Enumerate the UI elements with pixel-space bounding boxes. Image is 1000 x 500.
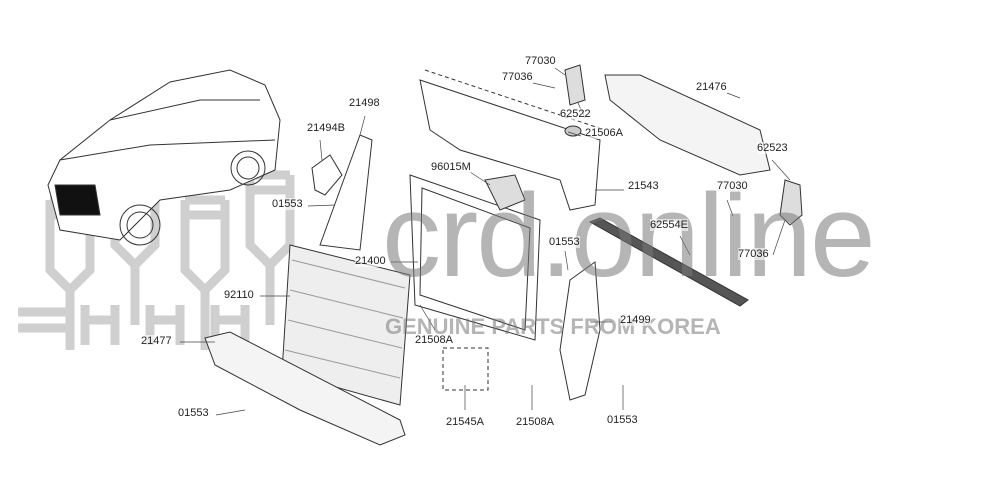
part-label-77030[interactable]: 77030 (525, 55, 556, 67)
part-label-21543[interactable]: 21543 (628, 180, 659, 192)
part-label-62554E[interactable]: 62554E (650, 219, 688, 231)
part-label-77030[interactable]: 77030 (717, 180, 748, 192)
part-label-77036[interactable]: 77036 (502, 71, 533, 83)
part-label-01553[interactable]: 01553 (607, 414, 638, 426)
air-duct-21476 (604, 74, 771, 176)
carrier-21543 (419, 69, 606, 211)
part-label-21494B[interactable]: 21494B (307, 122, 345, 134)
bracket-21498 (319, 134, 373, 251)
part-label-21506A[interactable]: 21506A (585, 127, 623, 139)
vehicle-illustration (47, 69, 281, 246)
part-label-21545A[interactable]: 21545A (446, 416, 484, 428)
lower-guard-21477 (204, 331, 406, 446)
part-label-21477[interactable]: 21477 (141, 335, 172, 347)
part-label-21498[interactable]: 21498 (349, 97, 380, 109)
part-label-62523[interactable]: 62523 (757, 142, 788, 154)
shroud-21499 (559, 261, 601, 401)
part-label-77036[interactable]: 77036 (738, 248, 769, 260)
bracket-62523 (779, 179, 803, 226)
part-label-96015M[interactable]: 96015M (431, 161, 471, 173)
strip-62554E (588, 217, 749, 307)
part-label-01553[interactable]: 01553 (549, 236, 580, 248)
part-label-01553[interactable]: 01553 (272, 198, 303, 210)
part-62522 (564, 64, 586, 106)
part-label-62522[interactable]: 62522 (560, 108, 591, 120)
bolt-box-21545A (442, 347, 489, 391)
part-label-21508A[interactable]: 21508A (516, 416, 554, 428)
grommet-21506A (564, 125, 582, 137)
part-label-21508A[interactable]: 21508A (415, 334, 453, 346)
part-label-21400[interactable]: 21400 (355, 255, 386, 267)
part-label-21476[interactable]: 21476 (696, 81, 727, 93)
watermark-site: crd.online (382, 170, 876, 302)
bracket-21494B (311, 154, 343, 196)
part-label-92110[interactable]: 92110 (224, 289, 254, 301)
sensor-96015M (484, 174, 526, 211)
condenser-92110 (281, 244, 411, 406)
part-label-21499[interactable]: 21499 (620, 314, 651, 326)
part-label-01553[interactable]: 01553 (178, 407, 209, 419)
